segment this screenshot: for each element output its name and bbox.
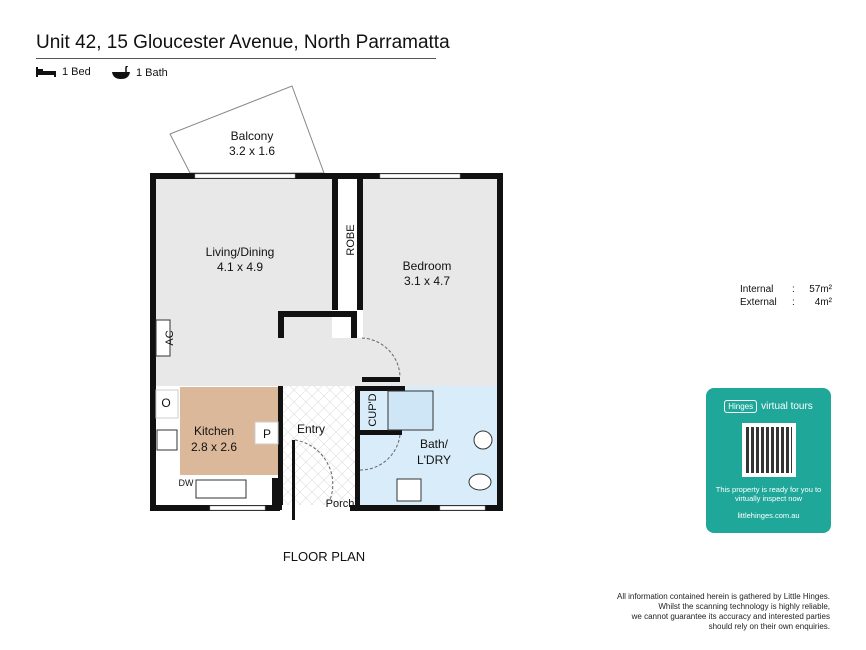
kitchen-name: Kitchen xyxy=(194,424,234,438)
oven-label: O xyxy=(161,396,170,410)
balcony-name: Balcony xyxy=(231,129,274,143)
external-area: External: 4m² xyxy=(740,297,832,308)
dishwasher-label: DW xyxy=(179,478,194,488)
area-label: External xyxy=(740,297,777,308)
property-address: Unit 42, 15 Gloucester Avenue, North Par… xyxy=(36,32,450,53)
brand-tag: virtual tours xyxy=(761,401,813,412)
bath-count: 1 Bath xyxy=(112,66,168,80)
bed-label: 1 Bed xyxy=(62,66,91,78)
disclaimer-line: Whilst the scanning technology is highly… xyxy=(658,602,830,611)
ac-unit xyxy=(155,319,171,357)
area-sep: : xyxy=(792,284,795,295)
promo-message: This property is ready for you to virtua… xyxy=(715,485,822,503)
qr-code[interactable] xyxy=(741,423,796,477)
balcony-size: 3.2 x 1.6 xyxy=(229,144,275,158)
shower xyxy=(387,390,434,431)
area-sep: : xyxy=(792,297,795,308)
cooktop-icon xyxy=(156,429,178,451)
living-size: 4.1 x 4.9 xyxy=(217,260,263,274)
area-value: 4m² xyxy=(814,297,832,308)
robe-label: ROBE xyxy=(345,224,357,255)
bath-name: Bath/ xyxy=(420,437,449,451)
promo-url[interactable]: littlehinges.com.au xyxy=(737,511,800,520)
living-name: Living/Dining xyxy=(206,245,275,259)
basin-icon xyxy=(396,478,422,502)
bath-label: 1 Bath xyxy=(136,67,168,79)
window-top-bedroom xyxy=(379,173,461,179)
kitchen-size: 2.8 x 2.6 xyxy=(191,440,237,454)
disclaimer-line: All information contained herein is gath… xyxy=(616,592,830,601)
pantry-label: P xyxy=(263,427,271,441)
cupboard-label: CUP'D xyxy=(367,393,379,426)
pantry xyxy=(254,421,279,445)
hall-floor xyxy=(156,338,497,386)
sink-icon xyxy=(195,479,247,499)
door-swing-bedroom xyxy=(361,337,401,378)
door-swing-bath xyxy=(359,434,401,471)
title-divider xyxy=(36,58,436,59)
bedroom-name: Bedroom xyxy=(403,259,452,273)
bedroom-size: 3.1 x 4.7 xyxy=(404,274,450,288)
window-top-living xyxy=(194,173,296,179)
internal-area: Internal: 57m² xyxy=(740,284,832,295)
area-label: Internal xyxy=(740,284,774,295)
toilet-icon xyxy=(468,473,492,491)
disclaimer: All information contained herein is gath… xyxy=(617,592,830,632)
area-value: 57m² xyxy=(809,284,832,295)
brand-name: Hinges xyxy=(724,400,758,413)
disclaimer-line: should rely on their own enquiries. xyxy=(708,622,830,631)
bed-count: 1 Bed xyxy=(36,66,91,78)
vanity-basin-icon xyxy=(473,430,493,450)
entry-label: Entry xyxy=(297,422,325,436)
ac-label: AC xyxy=(164,330,176,345)
porch-label: Porch xyxy=(326,498,355,510)
entry-floor xyxy=(280,386,357,505)
window-kitchen xyxy=(209,505,266,511)
bathtub-icon xyxy=(112,66,130,79)
bed-icon xyxy=(36,67,56,77)
window-bath xyxy=(439,505,486,511)
disclaimer-line: we cannot guarantee its accuracy and int… xyxy=(631,612,830,621)
floor-plan-label: FLOOR PLAN xyxy=(283,549,365,564)
oven xyxy=(155,389,179,419)
laundry-name: L'DRY xyxy=(417,453,451,467)
